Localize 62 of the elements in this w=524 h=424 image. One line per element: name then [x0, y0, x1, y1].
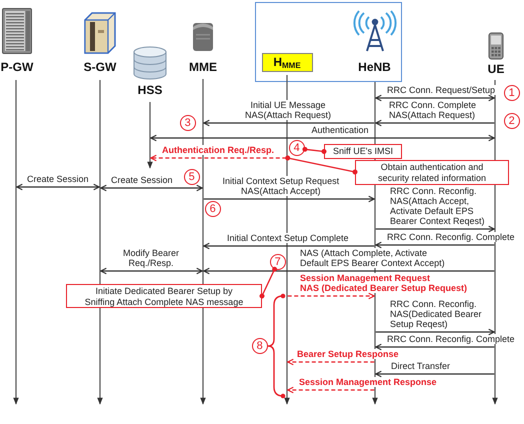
- message-arrow: [375, 120, 494, 126]
- callout-number: 3: [180, 114, 196, 131]
- message-label: Initial Context Setup Complete: [226, 233, 350, 243]
- leader-line: [260, 266, 278, 298]
- note-box: Initiate Dedicated Bearer Setup by Sniffing Attach Complete NAS message: [66, 284, 262, 308]
- message-arrow: [287, 386, 374, 394]
- participant-label: HeNB: [358, 60, 391, 74]
- message-arrow: [100, 184, 203, 192]
- message-label: RRC Conn. Reconfig. Complete: [386, 232, 516, 242]
- message-arrow: [375, 242, 494, 248]
- participant-label: P-GW: [0, 60, 34, 74]
- message-label: Session Management Request NAS (Dedicated Bearer Setup Request): [299, 273, 468, 293]
- message-label: RRC Conn. Reconfig. NAS(Dedicated Bearer Setup Reqest): [389, 299, 483, 329]
- leader-line: [302, 146, 326, 154]
- callout-number: 7: [270, 254, 286, 270]
- message-label: Create Session: [110, 175, 174, 185]
- callout-number: 8: [252, 338, 268, 354]
- participant-label: MME: [189, 60, 217, 74]
- message-label: Bearer Setup Response: [296, 349, 400, 359]
- message-label: Modify Bearer Req./Resp.: [122, 248, 180, 268]
- note-box: Obtain authentication and security related information: [355, 160, 509, 185]
- message-label: NAS (Attach Complete, Activate Default EPS Bearer Context Accept): [299, 248, 446, 268]
- message-label: Session Management Response: [298, 377, 438, 387]
- message-arrow: [150, 154, 286, 162]
- message-arrow: [100, 268, 203, 274]
- message-arrow: [203, 242, 374, 250]
- leader-line: [285, 156, 358, 174]
- message-arrow: [204, 196, 375, 202]
- message-label: RRC Conn. Complete NAS(Attach Request): [388, 100, 478, 120]
- callout-number: 5: [184, 168, 200, 185]
- message-arrow: [375, 94, 495, 102]
- message-label: Direct Transfer: [390, 361, 452, 371]
- callout-number: 2: [504, 112, 520, 129]
- group-frame: [255, 2, 402, 82]
- participant-label: S-GW: [84, 60, 116, 74]
- message-arrow: [288, 292, 375, 300]
- message-label: Initial UE Message NAS(Attach Request): [244, 100, 332, 120]
- lifeline: [12, 80, 20, 404]
- message-label: Authentication: [310, 125, 370, 135]
- message-label: RRC Conn. Reconfig. NAS(Attach Accept, Activate Default EPS Bearer Context Reqest): [389, 186, 486, 226]
- entity-box: H$_{MME}$: [262, 52, 312, 72]
- message-label: RRC Conn. Request/Setup: [386, 85, 496, 95]
- message-arrow: [376, 226, 495, 232]
- message-label: Authentication Req./Resp.: [161, 145, 276, 155]
- message-arrow: [376, 328, 495, 336]
- message-arrow: [287, 358, 374, 366]
- participant-label: HSS: [138, 83, 162, 97]
- message-arrow: [203, 120, 374, 126]
- message-label: RRC Conn. Reconfig. Complete: [386, 334, 516, 344]
- message-arrow: [375, 344, 494, 350]
- message-arrow: [16, 184, 100, 190]
- note-box: Sniff UE's IMSI: [324, 144, 402, 159]
- message-arrow: [203, 268, 494, 274]
- message-arrow: [150, 134, 495, 142]
- lifeline: [146, 102, 154, 168]
- participant-label: UE: [488, 62, 504, 76]
- callout-number: 6: [204, 200, 221, 217]
- callout-number: 4: [288, 140, 305, 156]
- message-label: Create Session: [26, 174, 90, 184]
- callout-number: 1: [504, 84, 520, 101]
- message-label: Initial Context Setup Request NAS(Attach Accept): [222, 176, 340, 196]
- message-arrow: [375, 370, 494, 378]
